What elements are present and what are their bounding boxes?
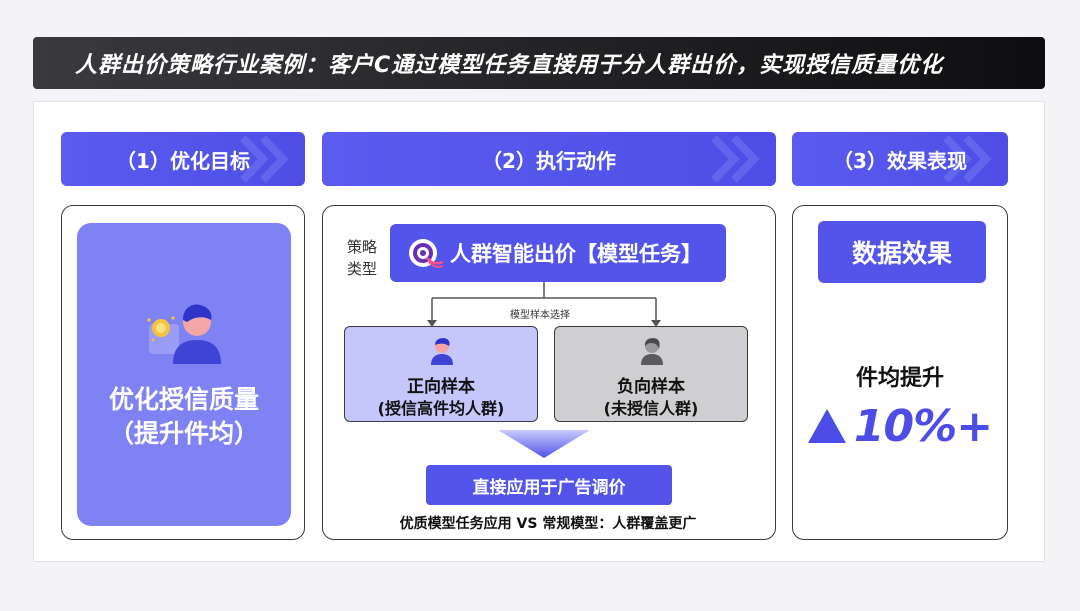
section-header-result: （3）效果表现 [792,132,1008,186]
person-gray-icon [641,338,663,365]
comparison-note: 优质模型任务应用 VS 常规模型：人群覆盖更广 [399,516,697,532]
strategy-pill: 人群智能出价【模型任务】 [390,224,726,282]
chevron-right-icon [240,135,289,183]
up-triangle-icon [807,409,846,443]
person-blue-icon [431,338,453,365]
negative-sample-title: 负向样本 [617,377,685,397]
chevron-right-icon [711,135,760,183]
branch-connector [427,282,661,327]
section-header-label: （1）优化目标 [116,148,250,173]
metric-value: 10%+ [853,400,993,452]
section-header-label: （2）执行动作 [482,148,616,173]
page-title: 人群出价策略行业案例：客户C通过模型任务直接用于分人群出价，实现授信质量优化 [33,37,1045,89]
strategy-name: 人群智能出价【模型任务】 [450,242,702,266]
down-arrow-icon [498,430,590,458]
data-effect-pill: 数据效果 [818,221,986,283]
goal-box: 优化授信质量 （提升件均） [77,223,291,526]
section-header-action: （2）执行动作 [322,132,776,186]
strategy-label-line-1: 策略 [347,238,378,256]
goal-line-2: （提升件均） [108,419,259,448]
positive-sample-box: 正向样本 (授信高件均人群) [344,326,538,422]
negative-sample-sub: (未授信人群) [603,399,699,418]
metric-label: 件均提升 [855,366,944,391]
goal-line-1: 优化授信质量 [108,385,259,414]
positive-sample-title: 正向样本 [407,377,475,397]
metric-row: 10%+ [794,398,1006,454]
user-gold-coin-icon [147,304,221,364]
section-header-goal: （1）优化目标 [61,132,305,186]
branch-label: 模型样本选择 [480,306,600,321]
section-header-label: （3）效果表现 [833,148,967,173]
negative-sample-box: 负向样本 (未授信人群) [554,326,748,422]
strategy-type-label: 策略 类型 [347,236,381,280]
positive-sample-sub: (授信高件均人群) [377,399,505,418]
chevron-right-icon [943,135,992,183]
target-logo-icon [409,239,444,268]
strategy-label-line-2: 类型 [347,260,378,278]
apply-to-ads-box: 直接应用于广告调价 [426,465,672,505]
